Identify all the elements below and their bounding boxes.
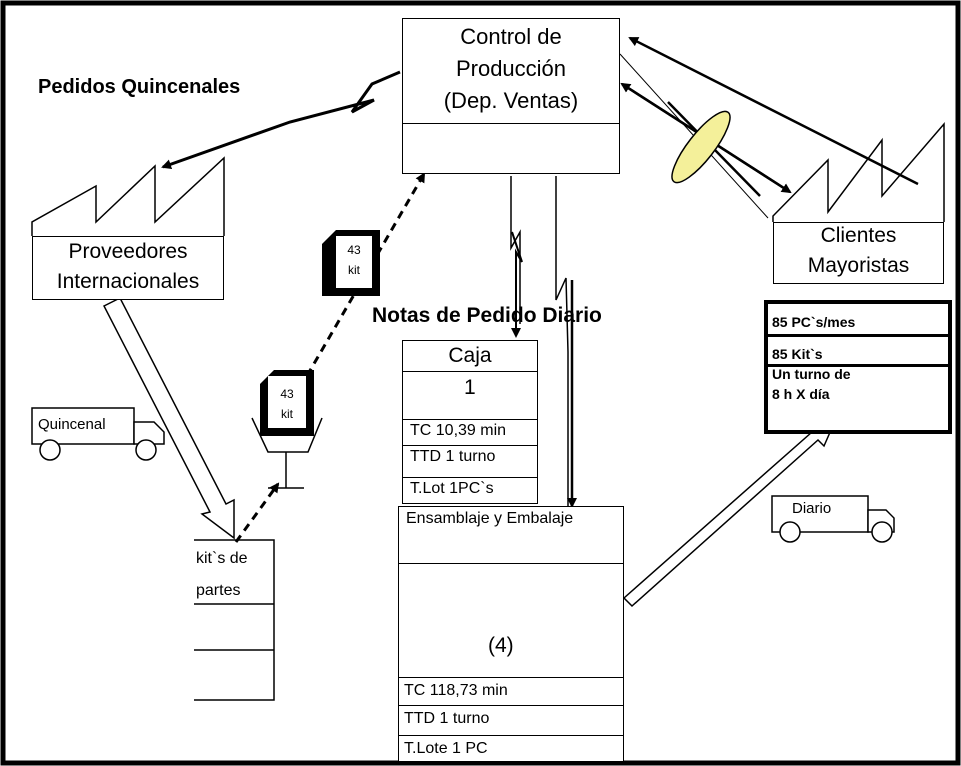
caja-lot-size: T.Lot 1PC`s — [410, 480, 494, 497]
truck-inbound-label: Quincenal — [38, 416, 106, 433]
customer-demand-kits: 85 Kit`s — [772, 346, 823, 362]
suppliers-line1: Proveedores — [68, 240, 188, 263]
info-flow-to-suppliers — [161, 70, 401, 170]
process-box-caja — [402, 340, 538, 504]
assembly-operator-count: (4) — [488, 634, 514, 657]
assembly-available-time: TTD 1 turno — [404, 710, 490, 727]
caja-available-time: TTD 1 turno — [410, 448, 496, 465]
supplier-factory-roof — [31, 156, 225, 236]
inventory-line2: partes — [196, 582, 241, 599]
customer-shift-line1: Un turno de — [772, 366, 851, 382]
kanban-lower-qty: 43 — [280, 387, 294, 401]
biweekly-orders-label: Pedidos Quincenales — [38, 76, 241, 98]
truck-outbound-label: Diario — [792, 500, 832, 517]
info-flow-customer-to-control — [628, 36, 919, 186]
production-control-line3: (Dep. Ventas) — [443, 88, 579, 113]
schedule-to-caja — [511, 231, 523, 338]
inventory-line1: kit`s de — [196, 550, 248, 567]
suppliers-box — [32, 236, 224, 300]
customer-shift-line2: 8 h X día — [772, 386, 830, 402]
assembly-title: Ensamblaje y Embalaje — [406, 510, 574, 527]
production-control-line1: Control de — [460, 24, 562, 49]
production-control-box — [402, 18, 620, 174]
daily-order-notes-label: Notas de Pedido Diario — [372, 304, 602, 327]
customers-line1: Clientes — [820, 224, 897, 247]
customers-line2: Mayoristas — [807, 254, 910, 277]
caja-cycle-time: TC 10,39 min — [410, 422, 507, 439]
material-flow-supplier-to-inventory — [102, 296, 235, 540]
kanban-lower-unit: kit — [281, 407, 293, 421]
process-box-assembly — [398, 506, 624, 762]
assembly-cycle-time: TC 118,73 min — [404, 682, 508, 699]
weekly-schedule-ellipse — [671, 110, 731, 184]
customers-box — [773, 222, 944, 284]
kanban-upper-qty: 43 — [347, 243, 361, 257]
kanban-upper-unit: kit — [348, 263, 360, 277]
customer-data-box — [764, 300, 952, 434]
inventory-shelf — [194, 539, 275, 701]
customer-demand-month: 85 PC`s/mes — [772, 314, 856, 330]
production-control-line2: Producción — [455, 56, 567, 81]
truck-outbound — [771, 495, 869, 533]
assembly-lot-size: T.Lote 1 PC — [404, 740, 488, 757]
customer-factory-roof — [772, 121, 945, 222]
suppliers-line2: Internacionales — [56, 270, 200, 293]
truck-inbound — [31, 407, 135, 445]
caja-title: Caja — [448, 344, 492, 367]
caja-operator-count: 1 — [464, 376, 476, 399]
